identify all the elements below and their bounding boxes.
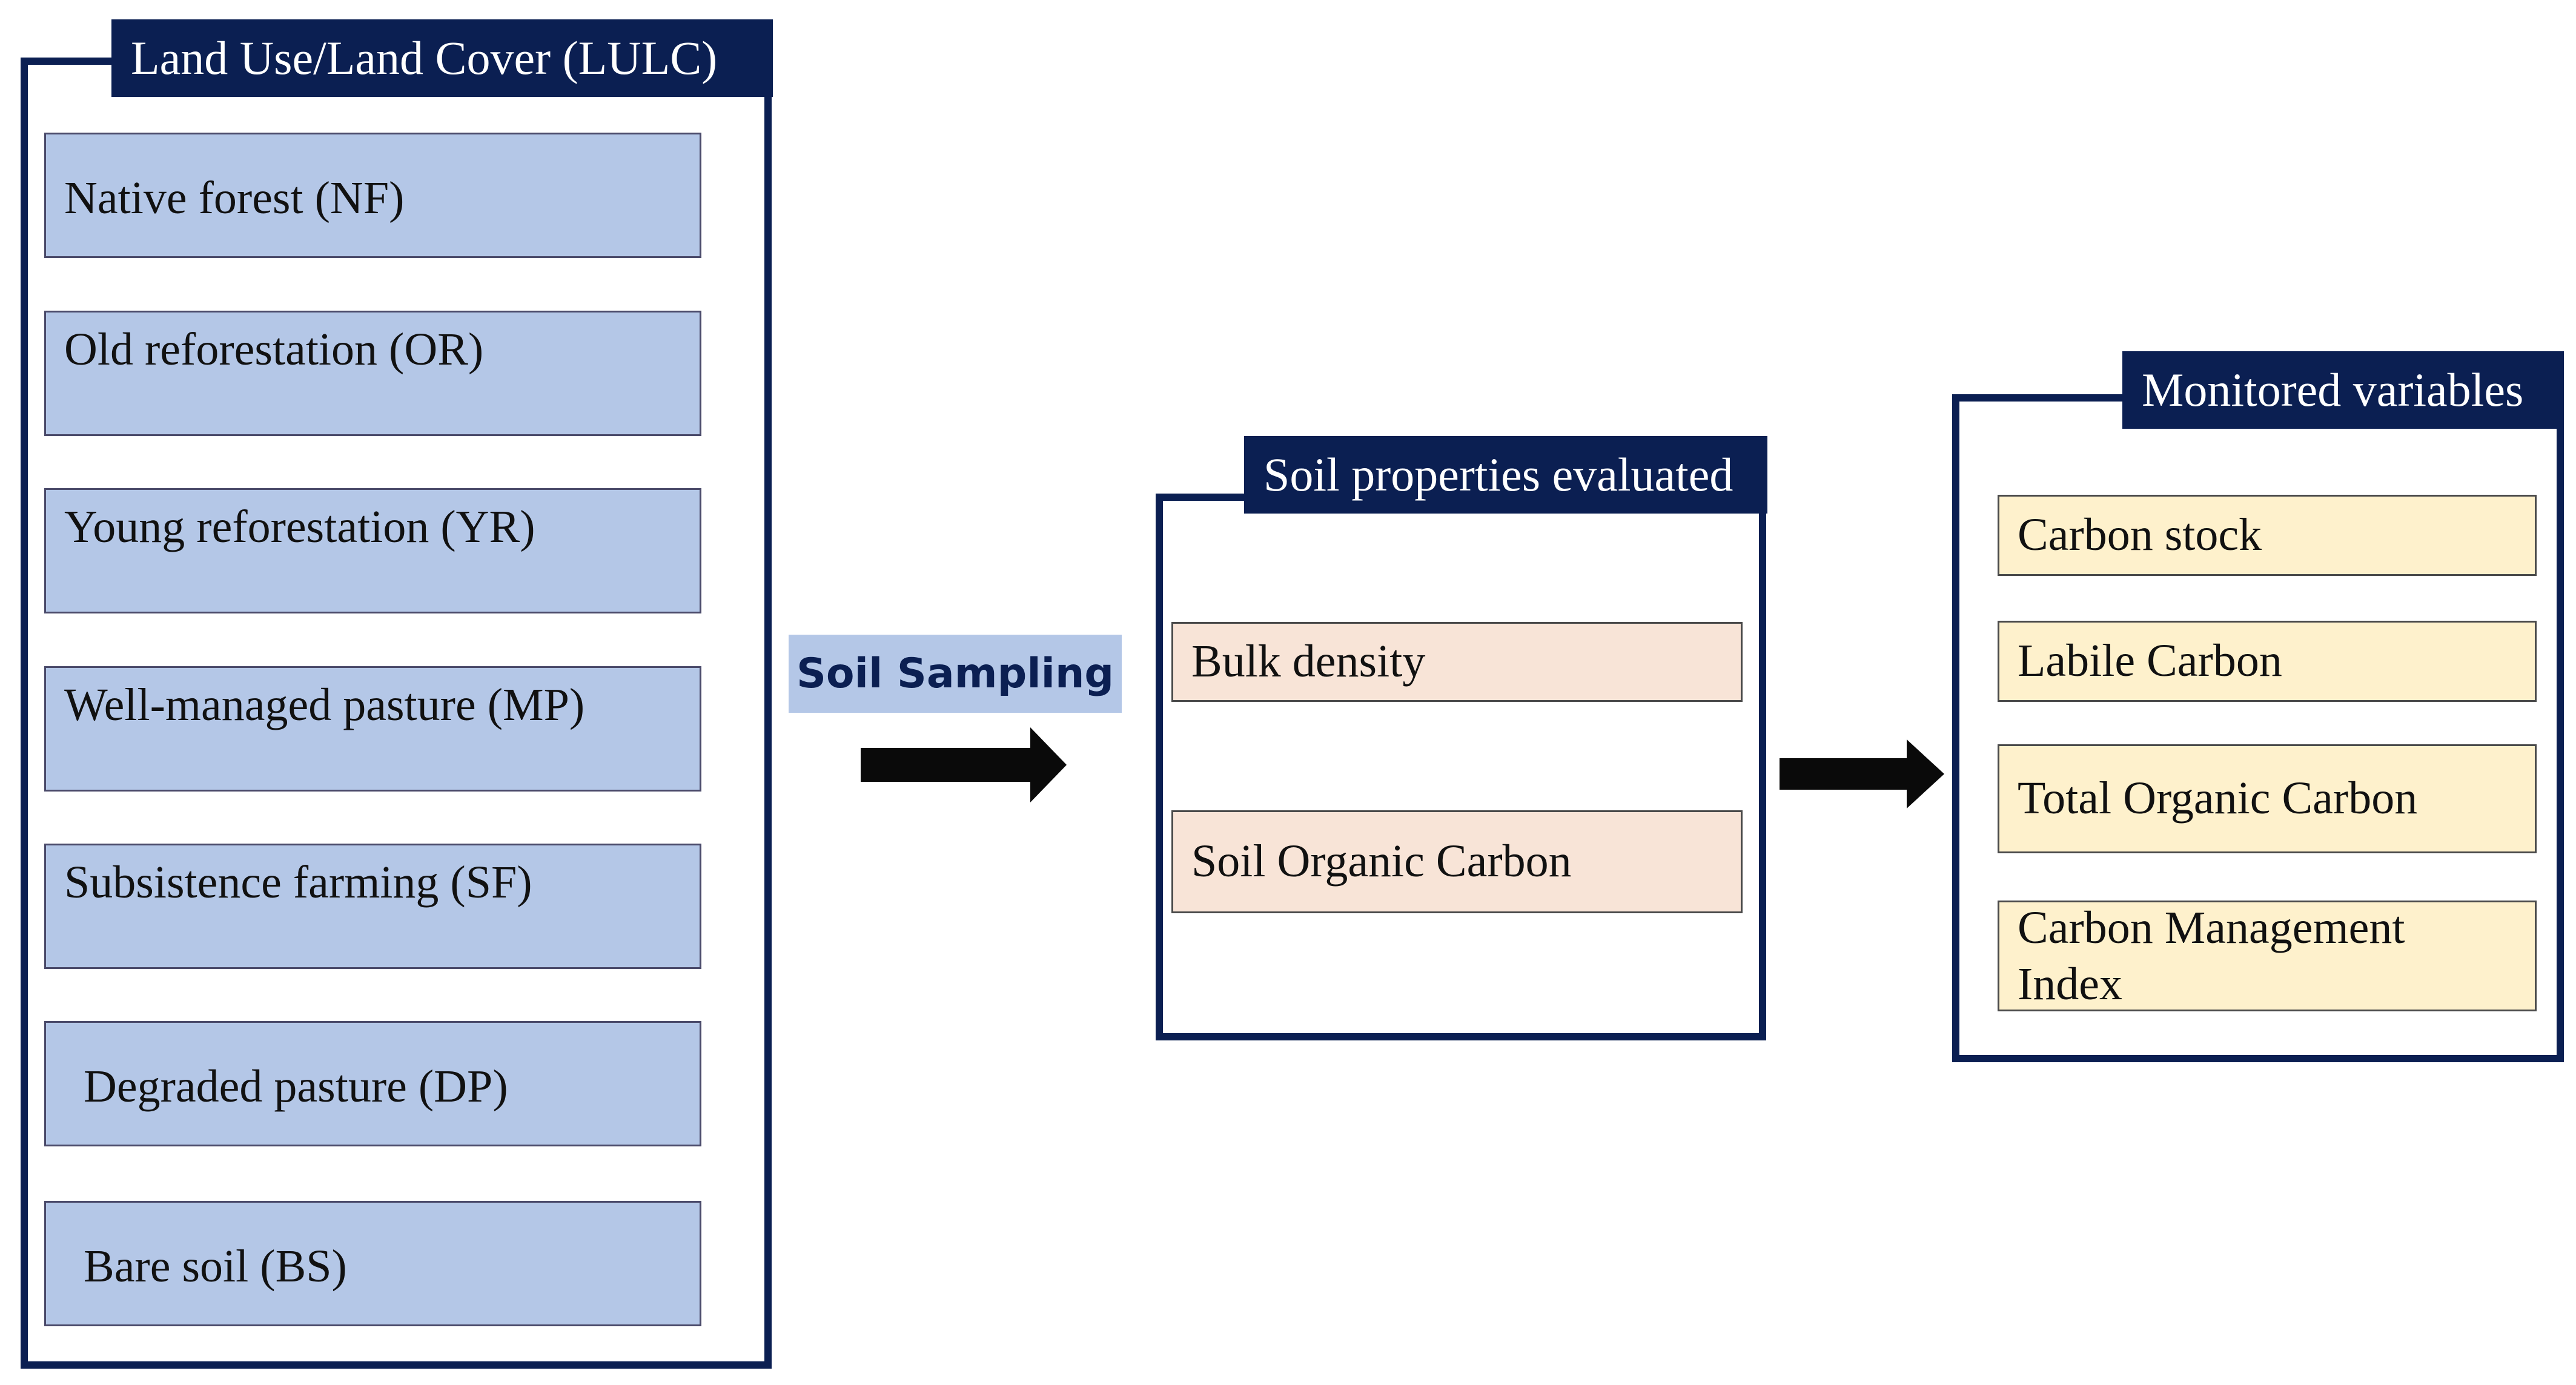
- soil-item-soil-organic-carbon: Soil Organic Carbon: [1171, 810, 1743, 913]
- lulc-panel-title: Land Use/Land Cover (LULC): [111, 19, 773, 97]
- lulc-item-subsistence-farming: Subsistence farming (SF): [44, 844, 701, 969]
- arrow-right-icon: [861, 727, 1067, 802]
- lulc-item-native-forest: Native forest (NF): [44, 133, 701, 258]
- soil-item-bulk-density: Bulk density: [1171, 622, 1743, 702]
- lulc-item-degraded-pasture: Degraded pasture (DP): [44, 1021, 701, 1146]
- lulc-item-bare-soil: Bare soil (BS): [44, 1201, 701, 1326]
- variable-item-total-organic-carbon: Total Organic Carbon: [1998, 744, 2537, 853]
- variable-item-labile-carbon: Labile Carbon: [1998, 621, 2537, 702]
- lulc-item-old-reforestation: Old reforestation (OR): [44, 311, 701, 436]
- variable-item-carbon-stock: Carbon stock: [1998, 495, 2537, 576]
- monitored-variables-panel-title: Monitored variables: [2122, 351, 2564, 429]
- soil-properties-panel: [1156, 494, 1766, 1040]
- soil-properties-panel-title: Soil properties evaluated: [1244, 436, 1767, 514]
- variable-item-carbon-management-index: Carbon Management Index: [1998, 901, 2537, 1011]
- arrow-right-icon: [1780, 739, 1944, 808]
- lulc-item-young-reforestation: Young reforestation (YR): [44, 488, 701, 613]
- lulc-item-well-managed-pasture: Well-managed pasture (MP): [44, 666, 701, 792]
- soil-sampling-label: Soil Sampling: [789, 635, 1122, 713]
